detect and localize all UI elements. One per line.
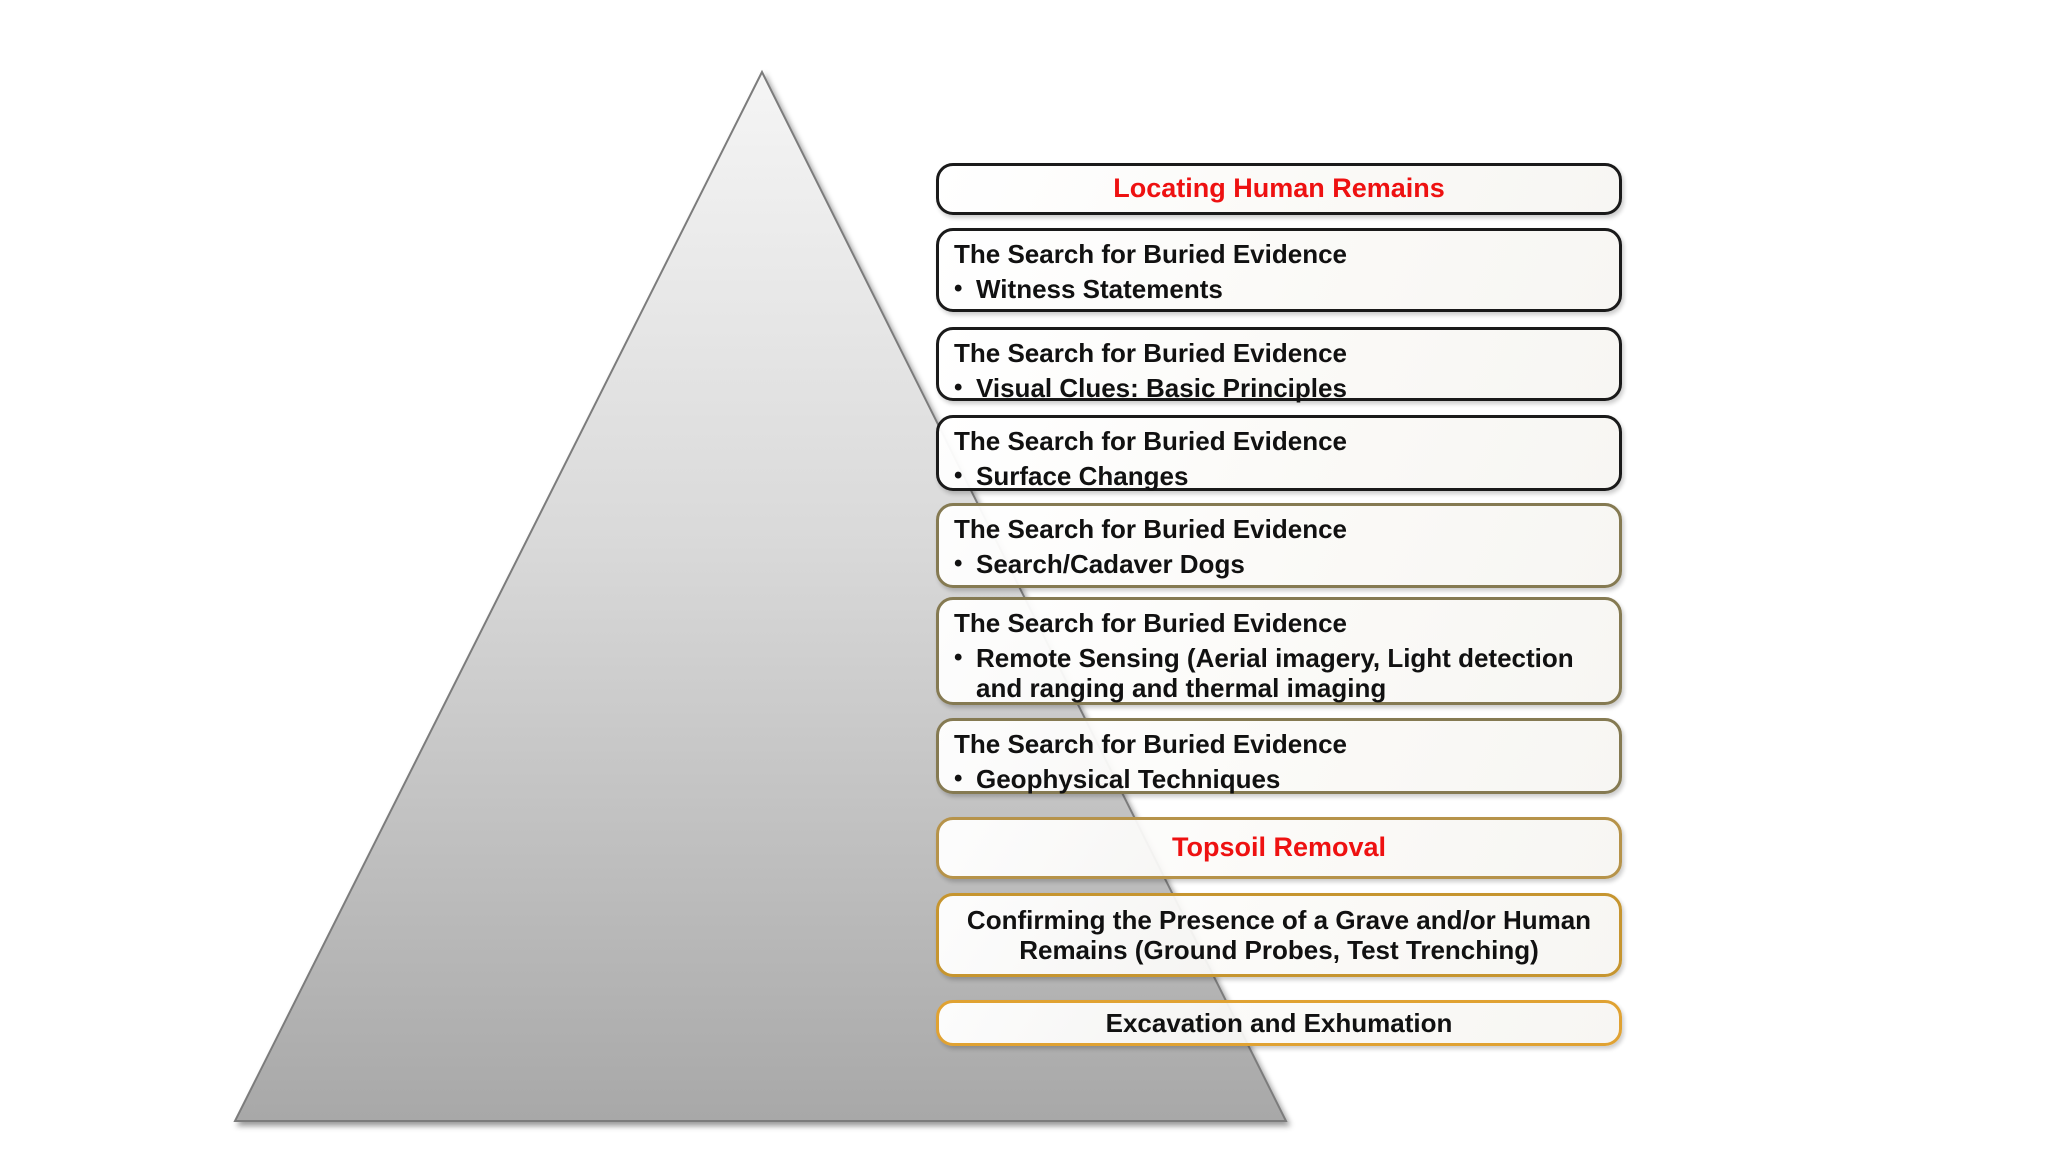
box-remote-sensing: The Search for Buried Evidence • Remote … [936,597,1622,705]
box-witness-statements: The Search for Buried Evidence • Witness… [936,228,1622,312]
bullet-icon: • [954,549,963,577]
box-title-text: Topsoil Removal [1171,832,1387,863]
box-bullet-row: • Witness Statements [939,271,1619,305]
box-bullet-row: • Surface Changes [939,458,1619,492]
bullet-icon: • [954,643,963,671]
bullet-icon: • [954,274,963,302]
box-title-text: Excavation and Exhumation [1105,1007,1453,1038]
box-bullet-row: • Search/Cadaver Dogs [939,546,1619,580]
box-bullet-row: • Visual Clues: Basic Principles [939,370,1619,404]
box-title-text: Locating Human Remains [1113,173,1445,204]
bullet-icon: • [954,764,963,792]
box-bullet-text: Search/Cadaver Dogs [976,548,1245,579]
bullet-icon: • [954,373,963,401]
box-heading: The Search for Buried Evidence [954,608,1348,638]
box-bullet-text: Remote Sensing (Aerial imagery, Light de… [976,642,1574,704]
box-surface-changes: The Search for Buried Evidence • Surface… [936,415,1622,491]
box-excavation-exhumation: Excavation and Exhumation [936,1000,1622,1046]
box-bullet-row: • Remote Sensing (Aerial imagery, Light … [939,640,1619,704]
box-topsoil-removal: Topsoil Removal [936,817,1622,879]
box-visual-clues: The Search for Buried Evidence • Visual … [936,327,1622,404]
box-heading: The Search for Buried Evidence [954,239,1348,269]
box-heading: The Search for Buried Evidence [954,729,1348,759]
box-bullet-text: Witness Statements [976,273,1223,304]
box-title-text: Confirming the Presence of a Grave and/o… [966,904,1592,965]
bullet-icon: • [954,461,963,489]
box-bullet-text: Visual Clues: Basic Principles [976,372,1347,403]
box-heading: The Search for Buried Evidence [954,514,1348,544]
box-confirming-grave-human-remains: Confirming the Presence of a Grave and/o… [936,893,1622,977]
box-bullet-text: Geophysical Techniques [976,763,1281,794]
box-search-cadaver-dogs: The Search for Buried Evidence • Search/… [936,503,1622,588]
box-bullet-row: • Geophysical Techniques [939,761,1619,795]
box-locating-human-remains: Locating Human Remains [936,163,1622,215]
box-heading: The Search for Buried Evidence [954,338,1348,368]
box-bullet-text: Surface Changes [976,460,1189,491]
box-geophysical-techniques: The Search for Buried Evidence • Geophys… [936,718,1622,794]
box-heading: The Search for Buried Evidence [954,426,1348,456]
